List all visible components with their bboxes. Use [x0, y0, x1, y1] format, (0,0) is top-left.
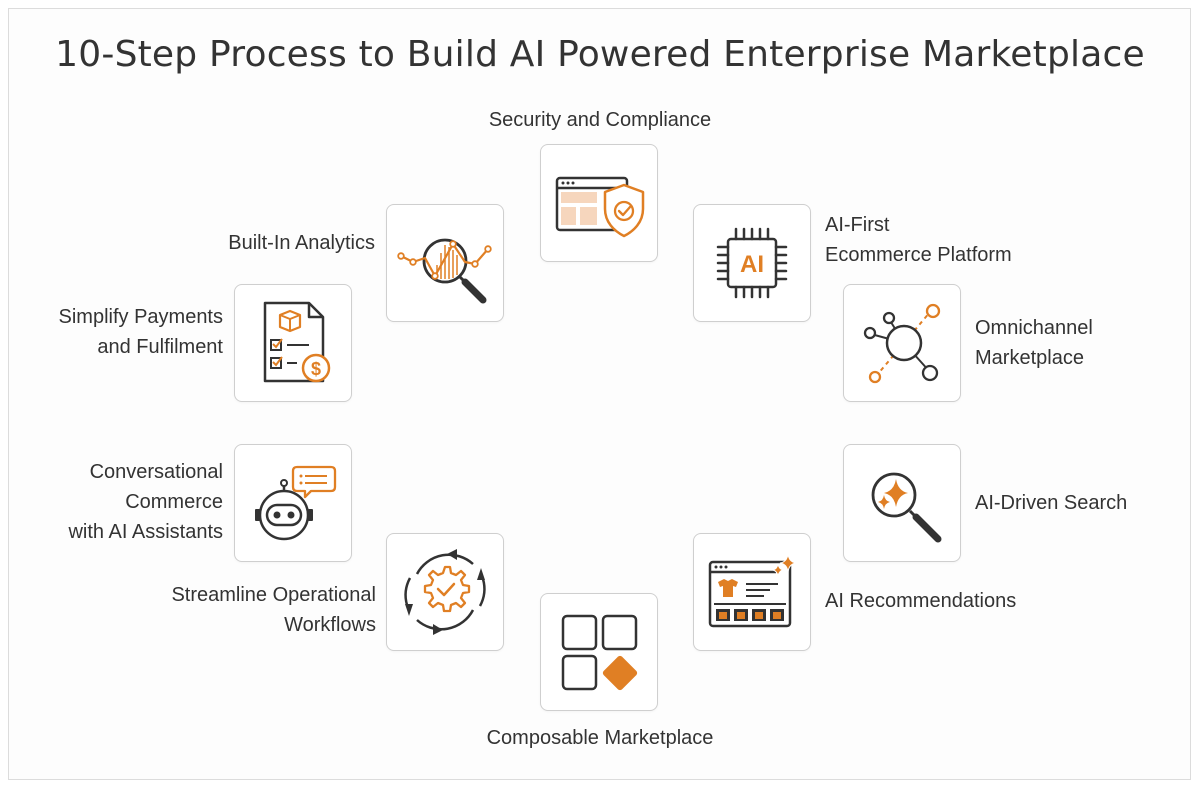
card-conversational-commerce: [234, 444, 352, 562]
label-line: Conversational: [89, 461, 223, 483]
label-line: and Fulfilment: [97, 336, 223, 358]
page-title: 10-Step Process to Build AI Powered Ente…: [55, 34, 1145, 75]
sparkle-search-icon: [871, 472, 942, 543]
label-omnichannel: Omnichannel Marketplace: [975, 313, 1175, 373]
card-streamline-workflows: [386, 533, 504, 651]
card-security-compliance: [540, 144, 658, 262]
label-ai-driven-search: AI-Driven Search: [975, 488, 1175, 518]
card-omnichannel: [843, 284, 961, 402]
chatbot-icon: [255, 465, 337, 541]
composable-blocks-icon: [561, 614, 638, 691]
label-built-in-analytics: Built-In Analytics: [100, 228, 375, 258]
invoice-payment-icon: $: [263, 301, 331, 383]
card-ai-driven-search: [843, 444, 961, 562]
svg-text:$: $: [311, 359, 321, 379]
ai-chip-icon: AI: [716, 227, 788, 299]
card-simplify-payments: $: [234, 284, 352, 402]
analytics-magnifier-icon: [397, 238, 492, 304]
label-ai-recommendations: AI Recommendations: [825, 586, 1085, 616]
network-nodes-icon: [863, 303, 941, 384]
label-line: AI-Driven Search: [975, 492, 1128, 514]
label-line: Workflows: [284, 614, 376, 636]
label-line: Streamline Operational: [171, 584, 376, 606]
label-streamline-workflows: Streamline Operational Workflows: [60, 580, 376, 640]
gear-cycle-icon: [404, 549, 486, 635]
card-built-in-analytics: [386, 204, 504, 322]
label-simplify-payments: Simplify Payments and Fulfilment: [20, 302, 224, 362]
label-line: Security and Compliance: [488, 109, 712, 131]
label-line: Marketplace: [975, 347, 1084, 369]
shield-check-icon: [555, 176, 645, 238]
label-line: AI-First: [825, 214, 890, 236]
label-line: with AI Assistants: [68, 521, 223, 543]
label-line: Built-In Analytics: [228, 232, 375, 254]
label-line: Commerce: [125, 491, 223, 513]
label-line: Composable Marketplace: [486, 727, 714, 749]
label-line: AI Recommendations: [825, 590, 1017, 612]
label-ai-first-platform: AI-First Ecommerce Platform: [825, 210, 1085, 270]
card-composable: [540, 593, 658, 711]
label-line: Omnichannel: [975, 317, 1093, 339]
card-ai-recommendations: [693, 533, 811, 651]
label-composable: Composable Marketplace: [420, 723, 780, 753]
label-security-compliance: Security and Compliance: [420, 105, 780, 135]
label-line: Simplify Payments: [58, 306, 224, 328]
svg-text:AI: AI: [740, 251, 764, 278]
card-ai-first-platform: AI: [693, 204, 811, 322]
label-conversational-commerce: Conversational Commerce with AI Assistan…: [20, 457, 223, 547]
label-line: Ecommerce Platform: [825, 244, 1012, 266]
product-recommendation-icon: [708, 553, 797, 628]
